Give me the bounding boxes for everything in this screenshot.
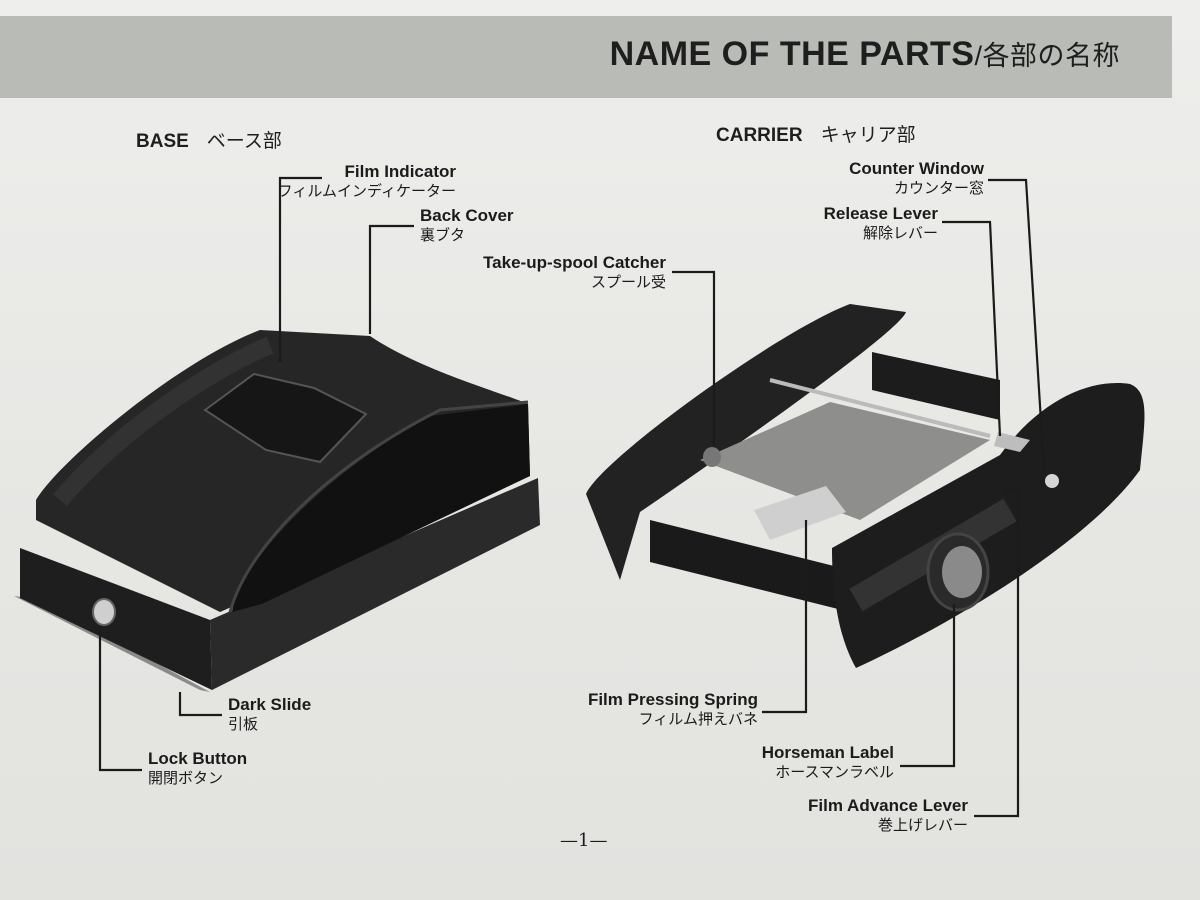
base-title-jp: ベース部 bbox=[206, 131, 282, 152]
label-lock-button: Lock Button 開閉ボタン bbox=[148, 749, 247, 787]
horseman-label-shape bbox=[942, 546, 982, 598]
leader-advance-lever bbox=[974, 488, 1020, 818]
dark-slide-en: Dark Slide bbox=[228, 695, 312, 714]
base-image bbox=[14, 330, 540, 692]
counter-window-jp: カウンター窓 bbox=[893, 179, 984, 198]
label-horseman-label: Horseman Label ホースマンラベル bbox=[762, 743, 894, 781]
carrier-image bbox=[586, 304, 1145, 668]
release-lever-jp: 解除レバー bbox=[862, 224, 938, 243]
spool-catcher-shape bbox=[703, 447, 721, 467]
base-front-body bbox=[20, 548, 212, 690]
leader-back-cover bbox=[368, 224, 414, 334]
leader-lock-button bbox=[98, 628, 142, 772]
carrier-top-roller bbox=[872, 352, 1000, 420]
leader-counter-window bbox=[988, 178, 1046, 471]
leader-dark-slide bbox=[178, 692, 222, 717]
label-film-pressing-spring: Film Pressing Spring フィルム押えバネ bbox=[588, 690, 758, 728]
lock-button-shape bbox=[92, 598, 116, 626]
carrier-left-plate bbox=[586, 304, 906, 580]
film-indicator-en: Film Indicator bbox=[344, 162, 456, 181]
pressing-spring-en: Film Pressing Spring bbox=[587, 690, 758, 709]
label-back-cover: Back Cover 裏ブタ bbox=[420, 206, 514, 244]
leader-horseman-label bbox=[900, 604, 956, 768]
label-take-up-spool-catcher: Take-up-spool Catcher スプール受 bbox=[483, 253, 666, 291]
leader-film-indicator bbox=[278, 176, 322, 362]
label-film-indicator: Film Indicator フィルムインディケーター bbox=[278, 162, 456, 200]
page-number: —1— bbox=[560, 830, 608, 851]
label-dark-slide: Dark Slide 引板 bbox=[228, 695, 311, 733]
cover-texture bbox=[53, 336, 274, 506]
film-indicator-jp: フィルムインディケーター bbox=[277, 182, 456, 201]
advance-lever-jp: 巻上げレバー bbox=[877, 816, 968, 835]
base-side-body bbox=[210, 478, 540, 690]
carrier-bottom-roller bbox=[650, 520, 850, 612]
header-band bbox=[0, 16, 1172, 98]
film-indicator-window bbox=[203, 372, 368, 464]
pressing-spring-jp: フィルム押えバネ bbox=[638, 710, 758, 729]
back-cover-en: Back Cover bbox=[420, 206, 514, 225]
pressing-spring-shape bbox=[754, 486, 846, 540]
spool-catcher-en: Take-up-spool Catcher bbox=[483, 253, 666, 272]
carrier-title-jp: キャリア部 bbox=[820, 125, 916, 146]
back-cover-jp: 裏ブタ bbox=[420, 226, 466, 245]
label-film-advance-lever: Film Advance Lever 巻上げレバー bbox=[808, 796, 968, 834]
lock-button-en: Lock Button bbox=[148, 749, 248, 768]
horseman-label-en: Horseman Label bbox=[761, 743, 894, 762]
page-title-en: NAME OF THE PARTS bbox=[609, 35, 975, 73]
dark-slide-jp: 引板 bbox=[228, 715, 259, 734]
counter-window-en: Counter Window bbox=[849, 159, 984, 178]
advance-lever-en: Film Advance Lever bbox=[808, 796, 968, 815]
release-lever-en: Release Lever bbox=[823, 204, 938, 223]
base-opening-edge bbox=[228, 400, 529, 613]
leader-pressing-spring bbox=[762, 520, 808, 714]
base-opening bbox=[232, 404, 530, 612]
carrier-title-en: CARRIER bbox=[716, 125, 803, 146]
leader-lines bbox=[98, 176, 1046, 818]
label-counter-window: Counter Window カウンター窓 bbox=[849, 159, 984, 197]
guide-rod bbox=[769, 378, 991, 438]
counter-window-shape bbox=[1045, 474, 1059, 488]
release-lever-shape bbox=[994, 432, 1030, 452]
pressure-plate bbox=[700, 402, 990, 520]
page-title: NAME OF THE PARTS/各部の名称 bbox=[610, 34, 1120, 74]
base-section-title: BASE ベース部 bbox=[136, 126, 282, 153]
leader-spool-catcher bbox=[672, 270, 716, 446]
spool-catcher-jp: スプール受 bbox=[590, 273, 666, 292]
page-title-jp: /各部の名称 bbox=[974, 41, 1120, 71]
leader-release-lever bbox=[942, 220, 1002, 437]
label-release-lever: Release Lever 解除レバー bbox=[824, 204, 938, 242]
lock-button-jp: 開閉ボタン bbox=[148, 769, 224, 788]
carrier-section-title: CARRIER キャリア部 bbox=[716, 120, 916, 147]
base-bottom-plate bbox=[14, 596, 210, 692]
horseman-label-jp: ホースマンラベル bbox=[775, 763, 894, 782]
base-title-en: BASE bbox=[136, 131, 189, 152]
